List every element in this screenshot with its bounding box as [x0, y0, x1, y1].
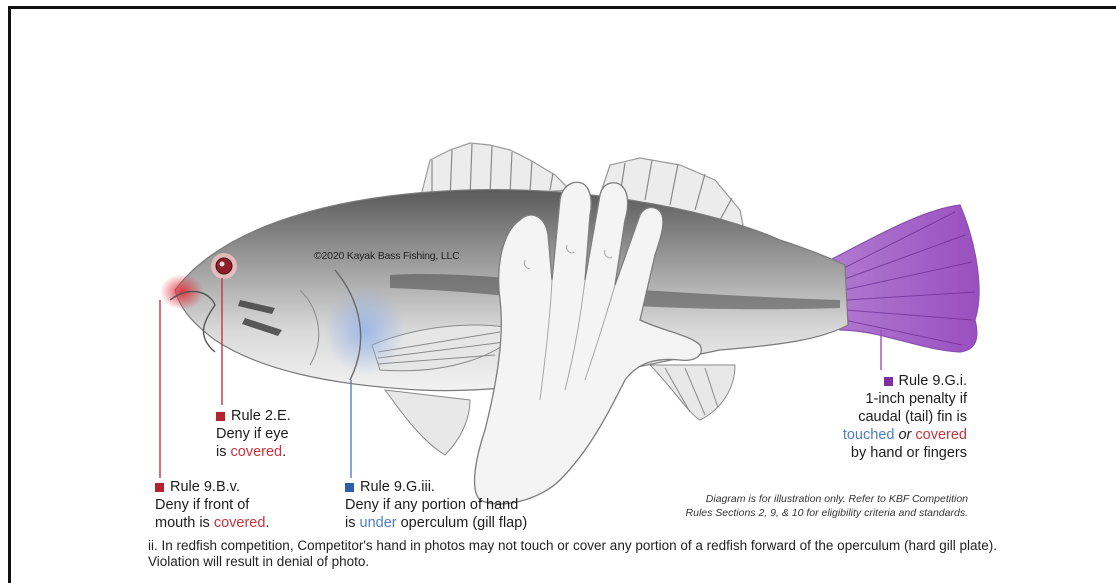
eye-glint [220, 262, 225, 267]
purple-marker-icon [884, 377, 893, 386]
callout-tail-line1: 1-inch penalty if [821, 390, 967, 408]
copyright-text: ©2020 Kayak Bass Fishing, LLC [314, 250, 460, 262]
callout-eye: Rule 2.E. Deny if eye is covered. [216, 407, 291, 461]
callout-mouth-line2-pre: mouth is [155, 515, 214, 531]
callout-eye-line2-post: . [282, 444, 286, 460]
disclaimer: Diagram is for illustration only. Refer … [588, 492, 968, 520]
callout-tail-rule: Rule 9.G.i. [899, 372, 968, 390]
anal-fin [650, 365, 735, 420]
callout-mouth-line2: mouth is covered. [155, 514, 269, 532]
callout-gill: Rule 9.G.iii. Deny if any portion of han… [345, 478, 527, 532]
callout-tail-or: or [894, 427, 915, 443]
callout-gill-line2-post: operculum (gill flap) [397, 515, 528, 531]
callout-gill-line1: Deny if any portion of hand [345, 496, 527, 514]
callout-tail-touched: touched [843, 427, 895, 443]
callout-mouth-rule: Rule 9.B.v. [170, 478, 240, 496]
callout-mouth-covered: covered [214, 515, 266, 531]
caudal-fin [830, 205, 979, 352]
callout-eye-covered: covered [231, 444, 283, 460]
callout-tail-line4: by hand or fingers [821, 444, 967, 462]
footnote: ii. In redfish competition, Competitor's… [148, 538, 998, 570]
callout-eye-line2-pre: is [216, 444, 231, 460]
callout-gill-under: under [360, 515, 397, 531]
callout-tail-line2: caudal (tail) fin is [821, 408, 967, 426]
callout-tail: Rule 9.G.i. 1-inch penalty if caudal (ta… [821, 372, 967, 462]
callout-tail-line3: touched or covered [821, 426, 967, 444]
callout-gill-line2-pre: is [345, 515, 360, 531]
callout-gill-line2: is under operculum (gill flap) [345, 514, 527, 532]
pelvic-fin [385, 390, 470, 455]
callout-gill-rule: Rule 9.G.iii. [360, 478, 435, 496]
red-marker-icon [216, 412, 225, 421]
callout-mouth: Rule 9.B.v. Deny if front of mouth is co… [155, 478, 269, 532]
disclaimer-line1: Diagram is for illustration only. Refer … [588, 492, 968, 506]
callout-tail-covered: covered [915, 427, 967, 443]
callout-eye-rule: Rule 2.E. [231, 407, 291, 425]
callout-mouth-line1: Deny if front of [155, 496, 269, 514]
blue-marker-icon [345, 483, 354, 492]
eye [216, 258, 232, 274]
callout-mouth-line2-post: . [265, 515, 269, 531]
gill-highlight [325, 285, 405, 375]
disclaimer-line2: Rules Sections 2, 9, & 10 for eligibilit… [588, 506, 968, 520]
callout-eye-line1: Deny if eye [216, 425, 291, 443]
red-marker-icon [155, 483, 164, 492]
callout-eye-line2: is covered. [216, 443, 291, 461]
